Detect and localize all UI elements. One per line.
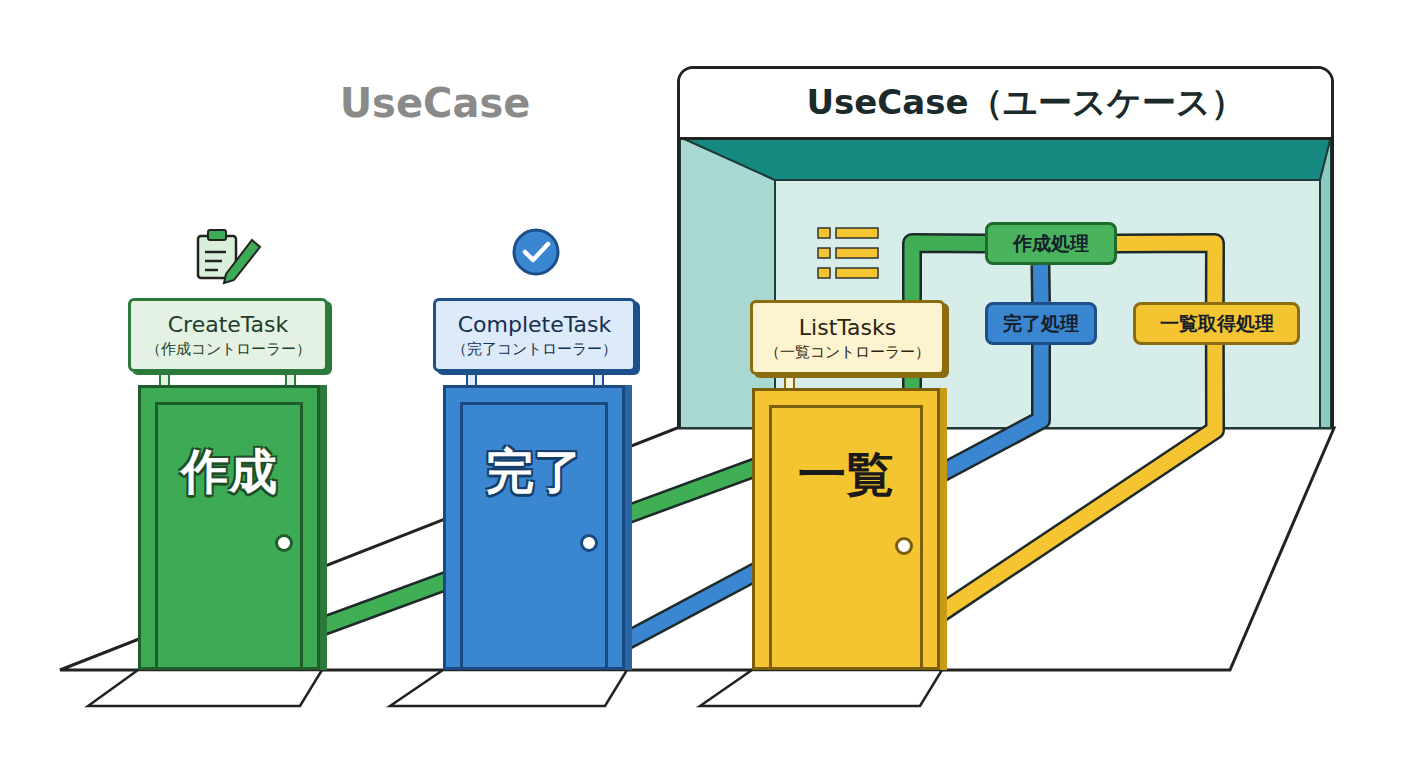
pipe-connector [940,345,1215,614]
clipboard-line [205,269,218,272]
pipe-outline [940,345,1215,614]
list-bullet [818,268,830,278]
faded-heading: UseCase [330,78,540,128]
node-subtitle: （作成コントローラー） [146,339,311,359]
controller-sign: ListTasks（一覧コントローラー） [750,300,945,375]
door-knob [895,537,913,555]
pipe-outline [1030,265,1051,302]
pencil [224,240,260,283]
node-title: 完了 [486,440,582,504]
controller-door: 一覧 [752,388,940,670]
list-bar [836,268,878,278]
node-subtitle: （一覧コントローラー） [765,342,930,362]
node-title: ListTasks [799,314,896,342]
check-circle [514,230,558,274]
room-beam [680,137,1331,180]
clipboard-clip [208,230,226,240]
pipe-connector-group [940,345,1215,614]
node-title: 完了処理 [1003,311,1079,337]
door-knob [275,534,293,552]
door-panel [769,405,923,667]
list-bullet [818,228,830,238]
room-left-wall [680,137,775,428]
node-title: CompleteTask [458,311,612,339]
node-title: 作成処理 [1013,231,1089,257]
node-subtitle: （完了コントローラー） [452,339,617,359]
check-icon [514,230,558,274]
node-title: 作成 [181,440,277,504]
list-bar [836,228,878,238]
controller-sign: CompleteTask（完了コントローラー） [433,298,636,372]
process-pill: 一覧取得処理 [1133,302,1300,345]
door-base [88,670,322,706]
list-icon [818,228,878,278]
process-pill: 完了処理 [985,302,1097,345]
node-title: 一覧 [798,443,894,507]
door-base [700,670,942,706]
check-mark [525,244,548,260]
list-bar [836,248,878,258]
pipe-connector-group [1117,243,1215,302]
node-title: 一覧取得処理 [1160,311,1274,337]
room-right-wall [1320,137,1331,428]
clipboard-icon [198,230,260,283]
list-bullet [818,248,830,258]
controller-door: 完了 [443,385,625,670]
door-knob [580,534,598,552]
pipe-connector [1117,243,1215,302]
process-pill: 作成処理 [985,222,1117,265]
controller-sign: CreateTask（作成コントローラー） [128,298,328,372]
node-title: UseCase（ユースケース） [680,69,1331,140]
door-base [390,670,627,706]
controller-door: 作成 [138,385,320,670]
pipe-outline [1117,243,1215,302]
node-title: CreateTask [168,311,289,339]
pipe-connector-group [1040,265,1042,302]
clipboard-line [205,251,226,254]
clipboard-line [205,260,222,263]
pipe-connector [1033,265,1049,302]
